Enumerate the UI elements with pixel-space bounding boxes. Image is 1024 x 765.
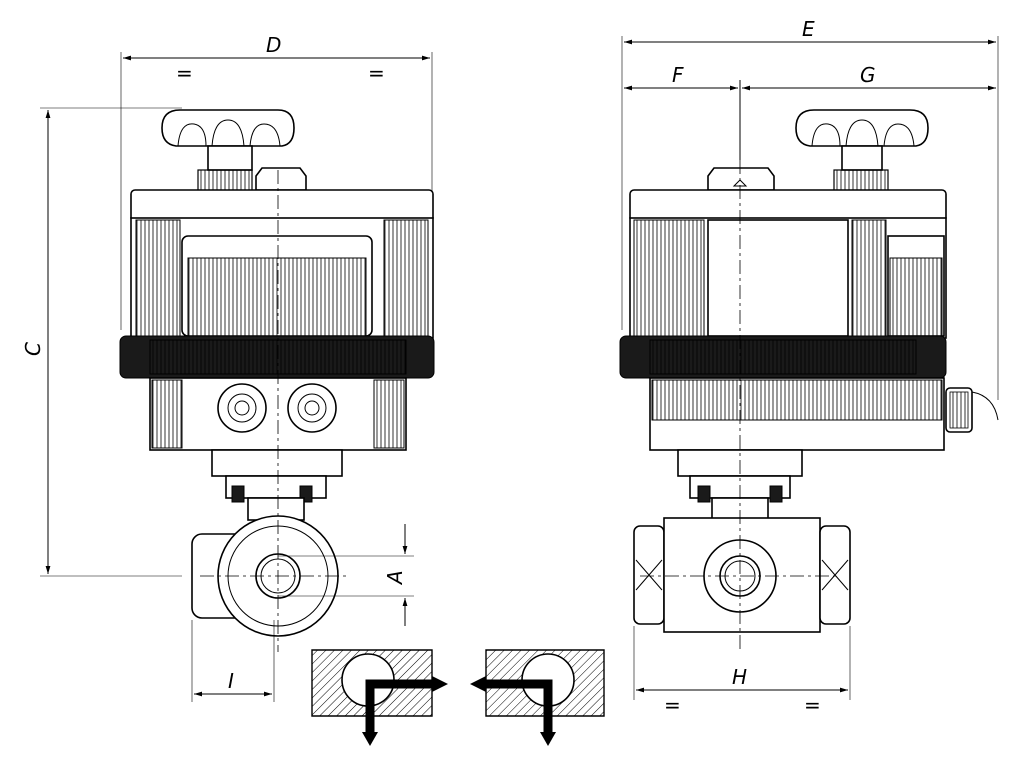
equal-mark: = (804, 693, 821, 717)
valve-body-right (633, 160, 851, 650)
dimension-a: A (278, 524, 414, 626)
equal-mark: = (176, 61, 193, 85)
dimension-d: D = = (120, 33, 433, 330)
dimension-label-f: F (672, 63, 684, 87)
equal-mark: = (664, 693, 681, 717)
handwheel (707, 109, 929, 193)
dimension-e: E (621, 17, 999, 400)
dimension-label-h: H (732, 665, 747, 689)
dimension-h: H = = (633, 626, 851, 717)
actuator-body (119, 189, 435, 521)
dimension-label-i: I (228, 669, 234, 693)
dimension-i: I (191, 620, 275, 702)
dimension-label-g: G (860, 63, 876, 87)
equal-mark: = (368, 61, 385, 85)
dimension-label-c: C (21, 342, 45, 356)
valve-body-left (191, 170, 350, 652)
left-view: D = = C (21, 33, 435, 702)
dimension-c: C (21, 107, 182, 577)
right-view: E F G (619, 17, 999, 717)
flow-diagram-right-outlet (311, 649, 448, 746)
dimension-label-e: E (802, 17, 815, 41)
dimension-label-d: D (266, 33, 281, 57)
dimension-label-a: A (383, 570, 407, 586)
actuator-body (619, 189, 999, 521)
dimension-f-g: F G (624, 63, 996, 160)
handwheel (161, 109, 307, 193)
flow-diagram-left-outlet (470, 649, 605, 746)
